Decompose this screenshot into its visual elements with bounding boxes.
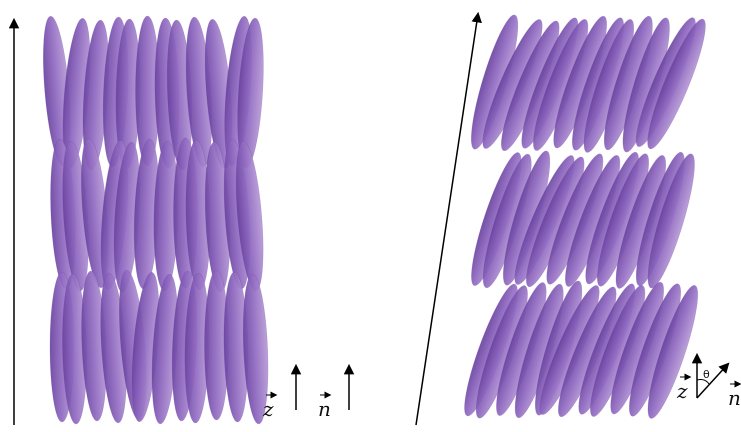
molecule [647,285,699,419]
smectic-a-panel: z n [8,15,355,425]
n-arrow-right [696,362,730,399]
left-n-vector: n [318,363,355,421]
molecule [242,273,269,425]
n-label-right: n [728,386,741,410]
theta-arc [696,379,710,385]
n-label: n [318,397,331,421]
right-z-n-angle: z θ n [676,352,741,410]
molecule [647,153,695,289]
smectic-a-molecules [43,15,269,425]
left-z-vector: z [262,363,302,421]
z-label-right: z [676,379,688,403]
smectic-c-panel: z θ n [415,11,741,426]
smectic-c-molecules [464,14,706,419]
molecule [647,18,706,150]
right-director-arrow [415,11,482,426]
theta-label: θ [703,368,710,381]
z-label: z [262,397,274,421]
